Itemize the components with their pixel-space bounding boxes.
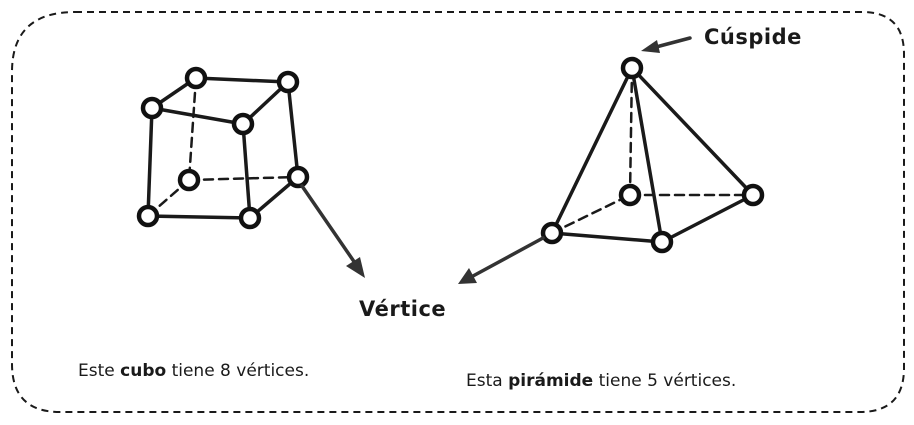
pyramid-base-right-edge [660, 193, 755, 244]
cube-hidden-vertical-edge [187, 76, 198, 182]
cuspide-label: Cúspide [704, 25, 802, 49]
cube-back-right-edge [286, 80, 300, 179]
pyramid-vertex-arrow-shaft [471, 236, 545, 278]
cube-caption-bold: cubo [120, 361, 167, 381]
pyramid-right-edge [630, 66, 755, 197]
dashed-border [11, 11, 905, 413]
cube-vertex-marker [238, 206, 262, 230]
cube-vertex-marker [136, 204, 160, 228]
pyramid-hidden-height-edge [628, 66, 634, 197]
cube-hidden-back-bottom-edge [187, 175, 300, 182]
cube-caption-prefix: Este [78, 361, 121, 381]
pyramid-caption-bold: pirámide [508, 371, 594, 391]
cube-vertex-marker [140, 96, 164, 120]
cube-figure [146, 76, 300, 220]
pyramid-vertex-marker [540, 221, 564, 245]
vertice-label: Vértice [359, 297, 447, 321]
cube-top-back-edge [194, 76, 290, 84]
pyramid-caption: Esta pirámide tiene 5 vértices. [466, 371, 736, 391]
cube-vertex-marker [177, 168, 201, 192]
pyramid-vertex-marker [741, 183, 765, 207]
cube-vertex-marker [276, 70, 300, 94]
pyramid-apex-marker [620, 56, 644, 80]
pyramid-figure [550, 66, 755, 244]
pyramid-base-front-edge [550, 231, 664, 244]
cube-vertex-marker [231, 112, 255, 136]
pyramid-caption-suffix: tiene 5 vértices. [593, 371, 737, 391]
vertex-markers [136, 56, 765, 254]
pyramid-front-edge [630, 66, 664, 244]
cuspide-arrow-head [641, 40, 660, 53]
cube-vertex-marker [286, 165, 310, 189]
cube-caption: Este cubo tiene 8 vértices. [78, 361, 309, 381]
pyramid-vertex-arrow-head [458, 268, 477, 284]
pyramid-vertex-marker [650, 230, 674, 254]
pyramid-hidden-base-left-edge [550, 193, 632, 235]
cube-caption-suffix: tiene 8 vértices. [166, 361, 310, 381]
cube-vertex-arrow-shaft [300, 184, 357, 265]
cube-vertex-marker [184, 66, 208, 90]
pyramid-vertex-marker [618, 183, 642, 207]
pyramid-caption-prefix: Esta [466, 371, 509, 391]
cuspide-arrow-shaft [654, 36, 692, 49]
arrows [300, 36, 692, 284]
cube-vertex-arrow-head [346, 257, 365, 278]
pyramid-left-edge [550, 66, 634, 235]
